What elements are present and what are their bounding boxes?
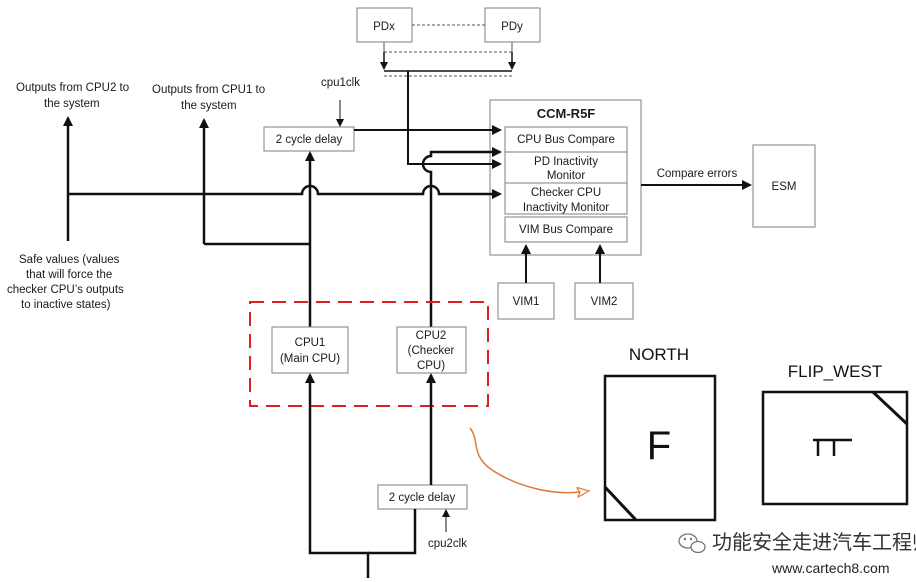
cpu2-label-2: (Checker [408, 345, 455, 357]
cpu2clk-label: cpu2clk [428, 538, 467, 550]
vim2-box [574, 282, 634, 320]
safe-values-label-3: checker CPU’s outputs [7, 284, 124, 296]
cpu1-label-1: CPU1 [295, 337, 326, 349]
checker-inactivity-label-1: Checker CPU [531, 187, 601, 199]
vim2-label: VIM2 [591, 296, 618, 308]
orange-curve-arrow [469, 427, 580, 493]
outputs-cpu2-label-2: the system [44, 98, 100, 110]
cpu1clk-label: cpu1clk [321, 77, 360, 89]
wechat-icon [678, 533, 706, 554]
checker-inactivity-label-2: Inactivity Monitor [523, 202, 609, 214]
outputs-cpu1-label-2: the system [181, 100, 237, 112]
delay-bottom-label: 2 cycle delay [389, 492, 456, 504]
north-title: NORTH [629, 345, 689, 364]
watermark-url: www.cartech8.com [771, 560, 889, 576]
watermark: 功能安全走进汽车工程师之家 www.cartech8.com [678, 530, 916, 576]
flip-west-title: FLIP_WEST [788, 362, 882, 381]
cpu-bus-compare-label: CPU Bus Compare [517, 134, 615, 146]
safe-values-label-2: that will force the [26, 269, 112, 281]
ccm-r5f-title: CCM-R5F [537, 106, 596, 121]
esm-label: ESM [772, 181, 797, 193]
safe-values-label-4: to inactive states) [21, 299, 111, 311]
vim-bus-compare-label: VIM Bus Compare [519, 224, 613, 236]
pdy-box [484, 7, 541, 43]
cpu1-label-2: (Main CPU) [280, 353, 340, 365]
compare-errors-label: Compare errors [657, 168, 738, 180]
safe-values-label-1: Safe values (values [19, 254, 120, 266]
pd-inactivity-label-2: Monitor [547, 170, 586, 182]
outputs-cpu1-label-1: Outputs from CPU1 to [152, 84, 265, 96]
checker-inactivity-box [504, 182, 628, 215]
north-letter: F [647, 424, 671, 468]
pdx-box [356, 7, 413, 43]
vim1-label: VIM1 [513, 296, 540, 308]
cpu2-label-1: CPU2 [416, 330, 447, 342]
lockstep-region [249, 301, 489, 407]
watermark-text: 功能安全走进汽车工程师之家 [712, 530, 916, 554]
esm-box [752, 144, 816, 228]
pd-inactivity-label-1: PD Inactivity [534, 156, 598, 168]
pdy-label: PDy [501, 21, 523, 33]
delay-top-label: 2 cycle delay [276, 134, 343, 146]
flip-west-letter [813, 438, 852, 456]
delay-bottom-box [377, 484, 468, 510]
outputs-cpu2-label-1: Outputs from CPU2 to [16, 82, 129, 94]
pdx-label: PDx [373, 21, 395, 33]
north-box [603, 374, 717, 522]
vim-bus-compare-box [504, 216, 628, 243]
cpu2-label-3: CPU) [417, 360, 445, 372]
cpu2-box [396, 326, 467, 374]
cpu1-box [271, 326, 349, 374]
